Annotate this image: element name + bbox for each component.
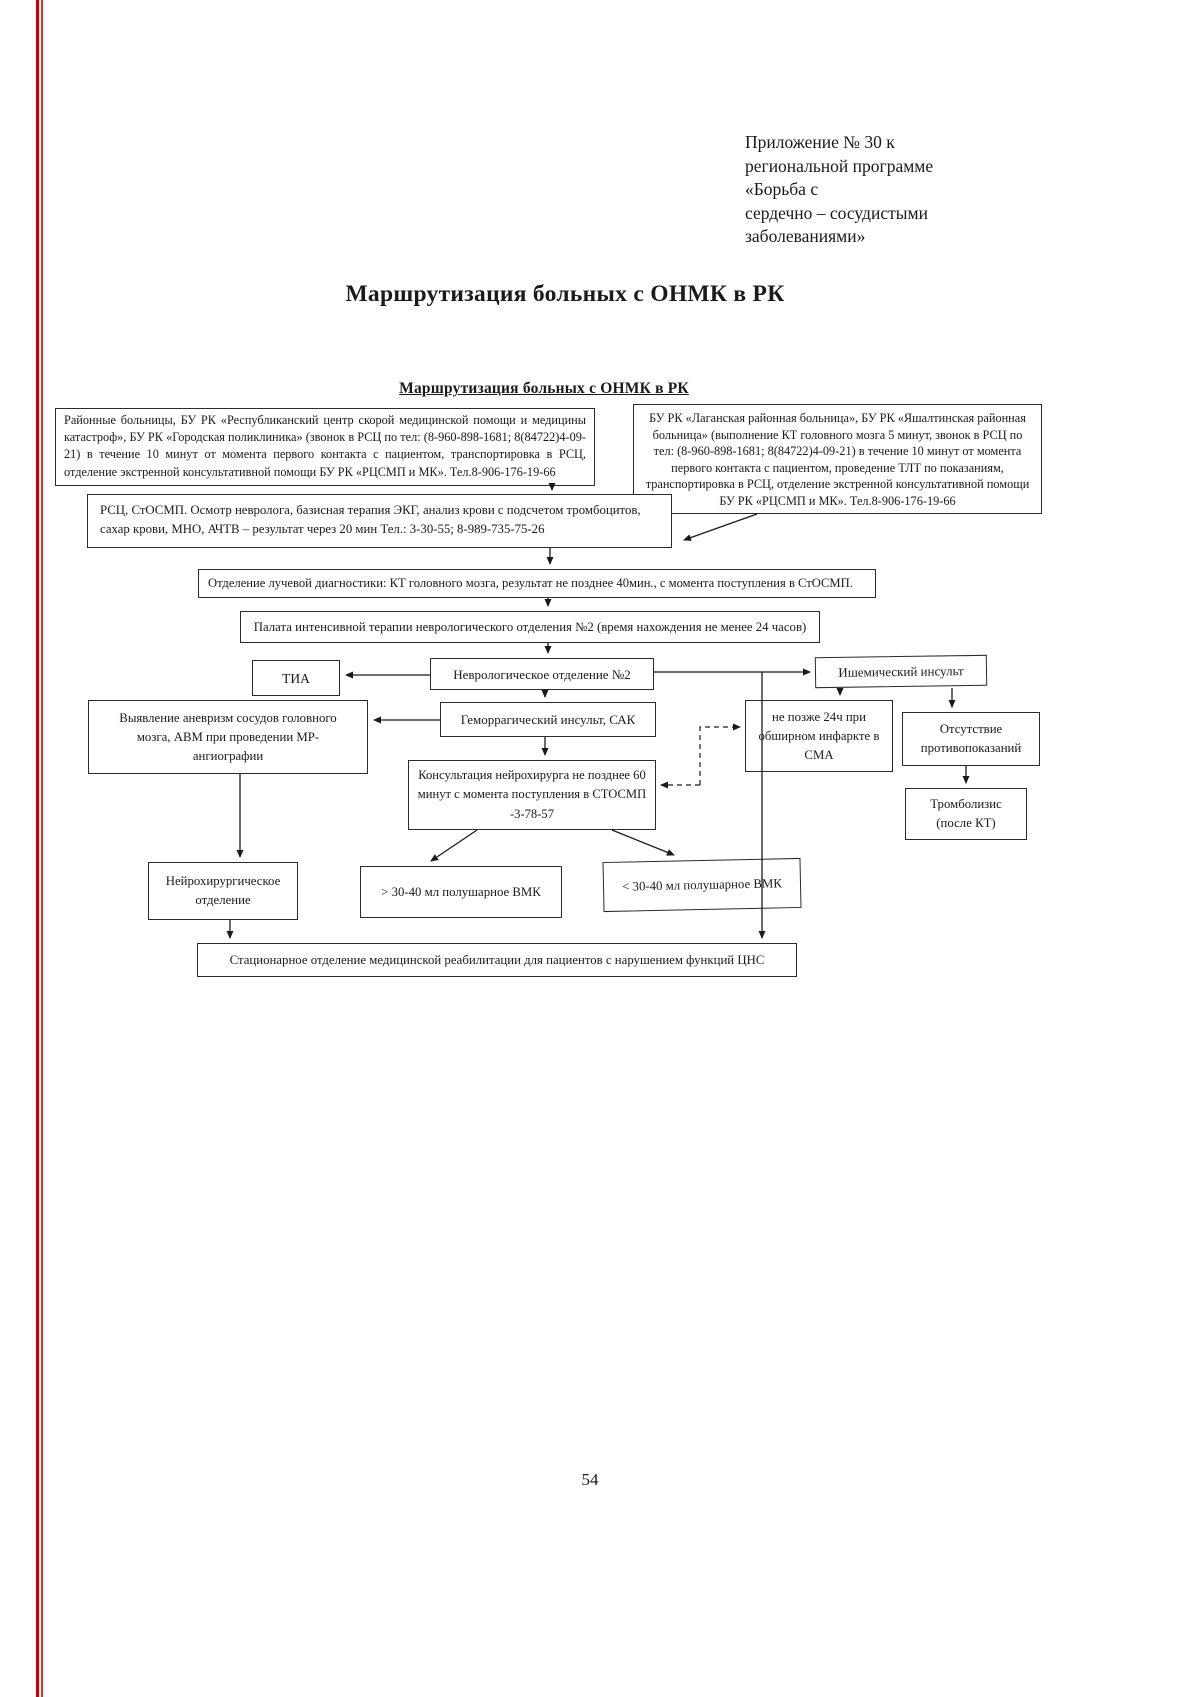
box-neurology-dept: Неврологическое отделение №2 <box>430 658 654 690</box>
box-radiology: Отделение лучевой диагностики: КТ головн… <box>198 569 876 598</box>
arrow-consult-to-vmk-more <box>430 829 478 862</box>
box-district-hospitals-text: Районные больницы, БУ РК «Республикански… <box>64 413 586 479</box>
box-thrombolysis: Тромболизис (после КТ) <box>905 788 1027 840</box>
box-vmk-more-30-40: > 30-40 мл полушарное ВМК <box>360 866 562 918</box>
arrow-lagan-to-rsc <box>683 513 758 541</box>
box-vmk-less-30-40: < 30-40 мл полушарное ВМК <box>602 857 802 913</box>
box-lagan-yashalta-hospitals: БУ РК «Лаганская районная больница», БУ … <box>633 404 1042 514</box>
box-neurosurgery-dept-text: Нейрохирургическое отделение <box>165 874 281 907</box>
box-ischemic-stroke: Ишемический инсульт <box>814 654 988 689</box>
box-lagan-yashalta-text: БУ РК «Лаганская районная больница», БУ … <box>645 411 1030 508</box>
box-icu-ward: Палата интенсивной терапии неврологическ… <box>240 611 820 643</box>
box-within-24h-text: не позже 24ч при обширном инфаркте в СМА <box>758 709 880 762</box>
box-tia-text: ТИА <box>282 670 310 686</box>
box-district-hospitals: Районные больницы, БУ РК «Республикански… <box>55 408 595 486</box>
box-vmk-more-text: > 30-40 мл полушарное ВМК <box>381 884 541 899</box>
appendix-note: Приложение № 30 к региональной программе… <box>745 131 1080 249</box>
appendix-line: региональной программе <box>745 155 934 176</box>
box-aneurysm-detection-text: Выявление аневризм сосудов головного моз… <box>119 710 337 763</box>
box-hemorrhagic-stroke-text: Геморрагический инсульт, САК <box>460 712 636 727</box>
box-neurosurgeon-consult: Консультация нейрохирурга не позднее 60 … <box>408 760 656 830</box>
appendix-line: Приложение № 30 к <box>745 132 895 152</box>
appendix-line: сердечно – сосудистыми <box>745 202 928 223</box>
box-no-contraindications: Отсутствие противопоказаний <box>902 712 1040 766</box>
box-rehab-department: Стационарное отделение медицинской реаби… <box>197 943 797 977</box>
box-rsc-stosmp-text: РСЦ, СтОСМП. Осмотр невролога, базисная … <box>100 503 641 536</box>
box-no-contraindications-text: Отсутствие противопоказаний <box>920 722 1022 755</box>
dashed-arrow-to-24h <box>699 723 741 785</box>
box-neurology-dept-text: Неврологическое отделение №2 <box>453 666 631 682</box>
box-ischemic-stroke-text: Ишемический инсульт <box>838 663 964 680</box>
box-within-24h-mca-infarct: не позже 24ч при обширном инфаркте в СМА <box>745 700 893 772</box>
box-aneurysm-detection: Выявление аневризм сосудов головного моз… <box>88 700 368 774</box>
page-title: Маршрутизация больных с ОНМК в РК <box>345 281 785 307</box>
box-vmk-less-text: < 30-40 мл полушарное ВМК <box>622 875 782 894</box>
scan-red-line-inner <box>41 0 43 1697</box>
box-tia: ТИА <box>252 660 340 696</box>
box-icu-ward-text: Палата интенсивной терапии неврологическ… <box>253 619 807 634</box>
box-rehab-department-text: Стационарное отделение медицинской реаби… <box>229 952 765 967</box>
appendix-line: заболеваниями» <box>745 226 866 246</box>
box-thrombolysis-text: Тромболизис (после КТ) <box>930 797 1002 830</box>
box-radiology-text: Отделение лучевой диагностики: КТ головн… <box>208 576 853 590</box>
appendix-line: «Борьба с <box>745 179 819 199</box>
arrow-consult-to-vmk-less <box>611 829 675 856</box>
box-neurosurgery-dept: Нейрохирургическое отделение <box>148 862 298 920</box>
box-neurosurgeon-consult-text: Консультация нейрохирурга не позднее 60 … <box>417 767 647 821</box>
page-number: 54 <box>581 1470 599 1489</box>
flowchart-subtitle: Маршрутизация больных с ОНМК в РК <box>399 380 689 397</box>
box-rsc-stosmp: РСЦ, СтОСМП. Осмотр невролога, базисная … <box>87 494 672 548</box>
scan-red-line-outer <box>36 0 39 1697</box>
box-hemorrhagic-stroke: Геморрагический инсульт, САК <box>440 702 656 737</box>
